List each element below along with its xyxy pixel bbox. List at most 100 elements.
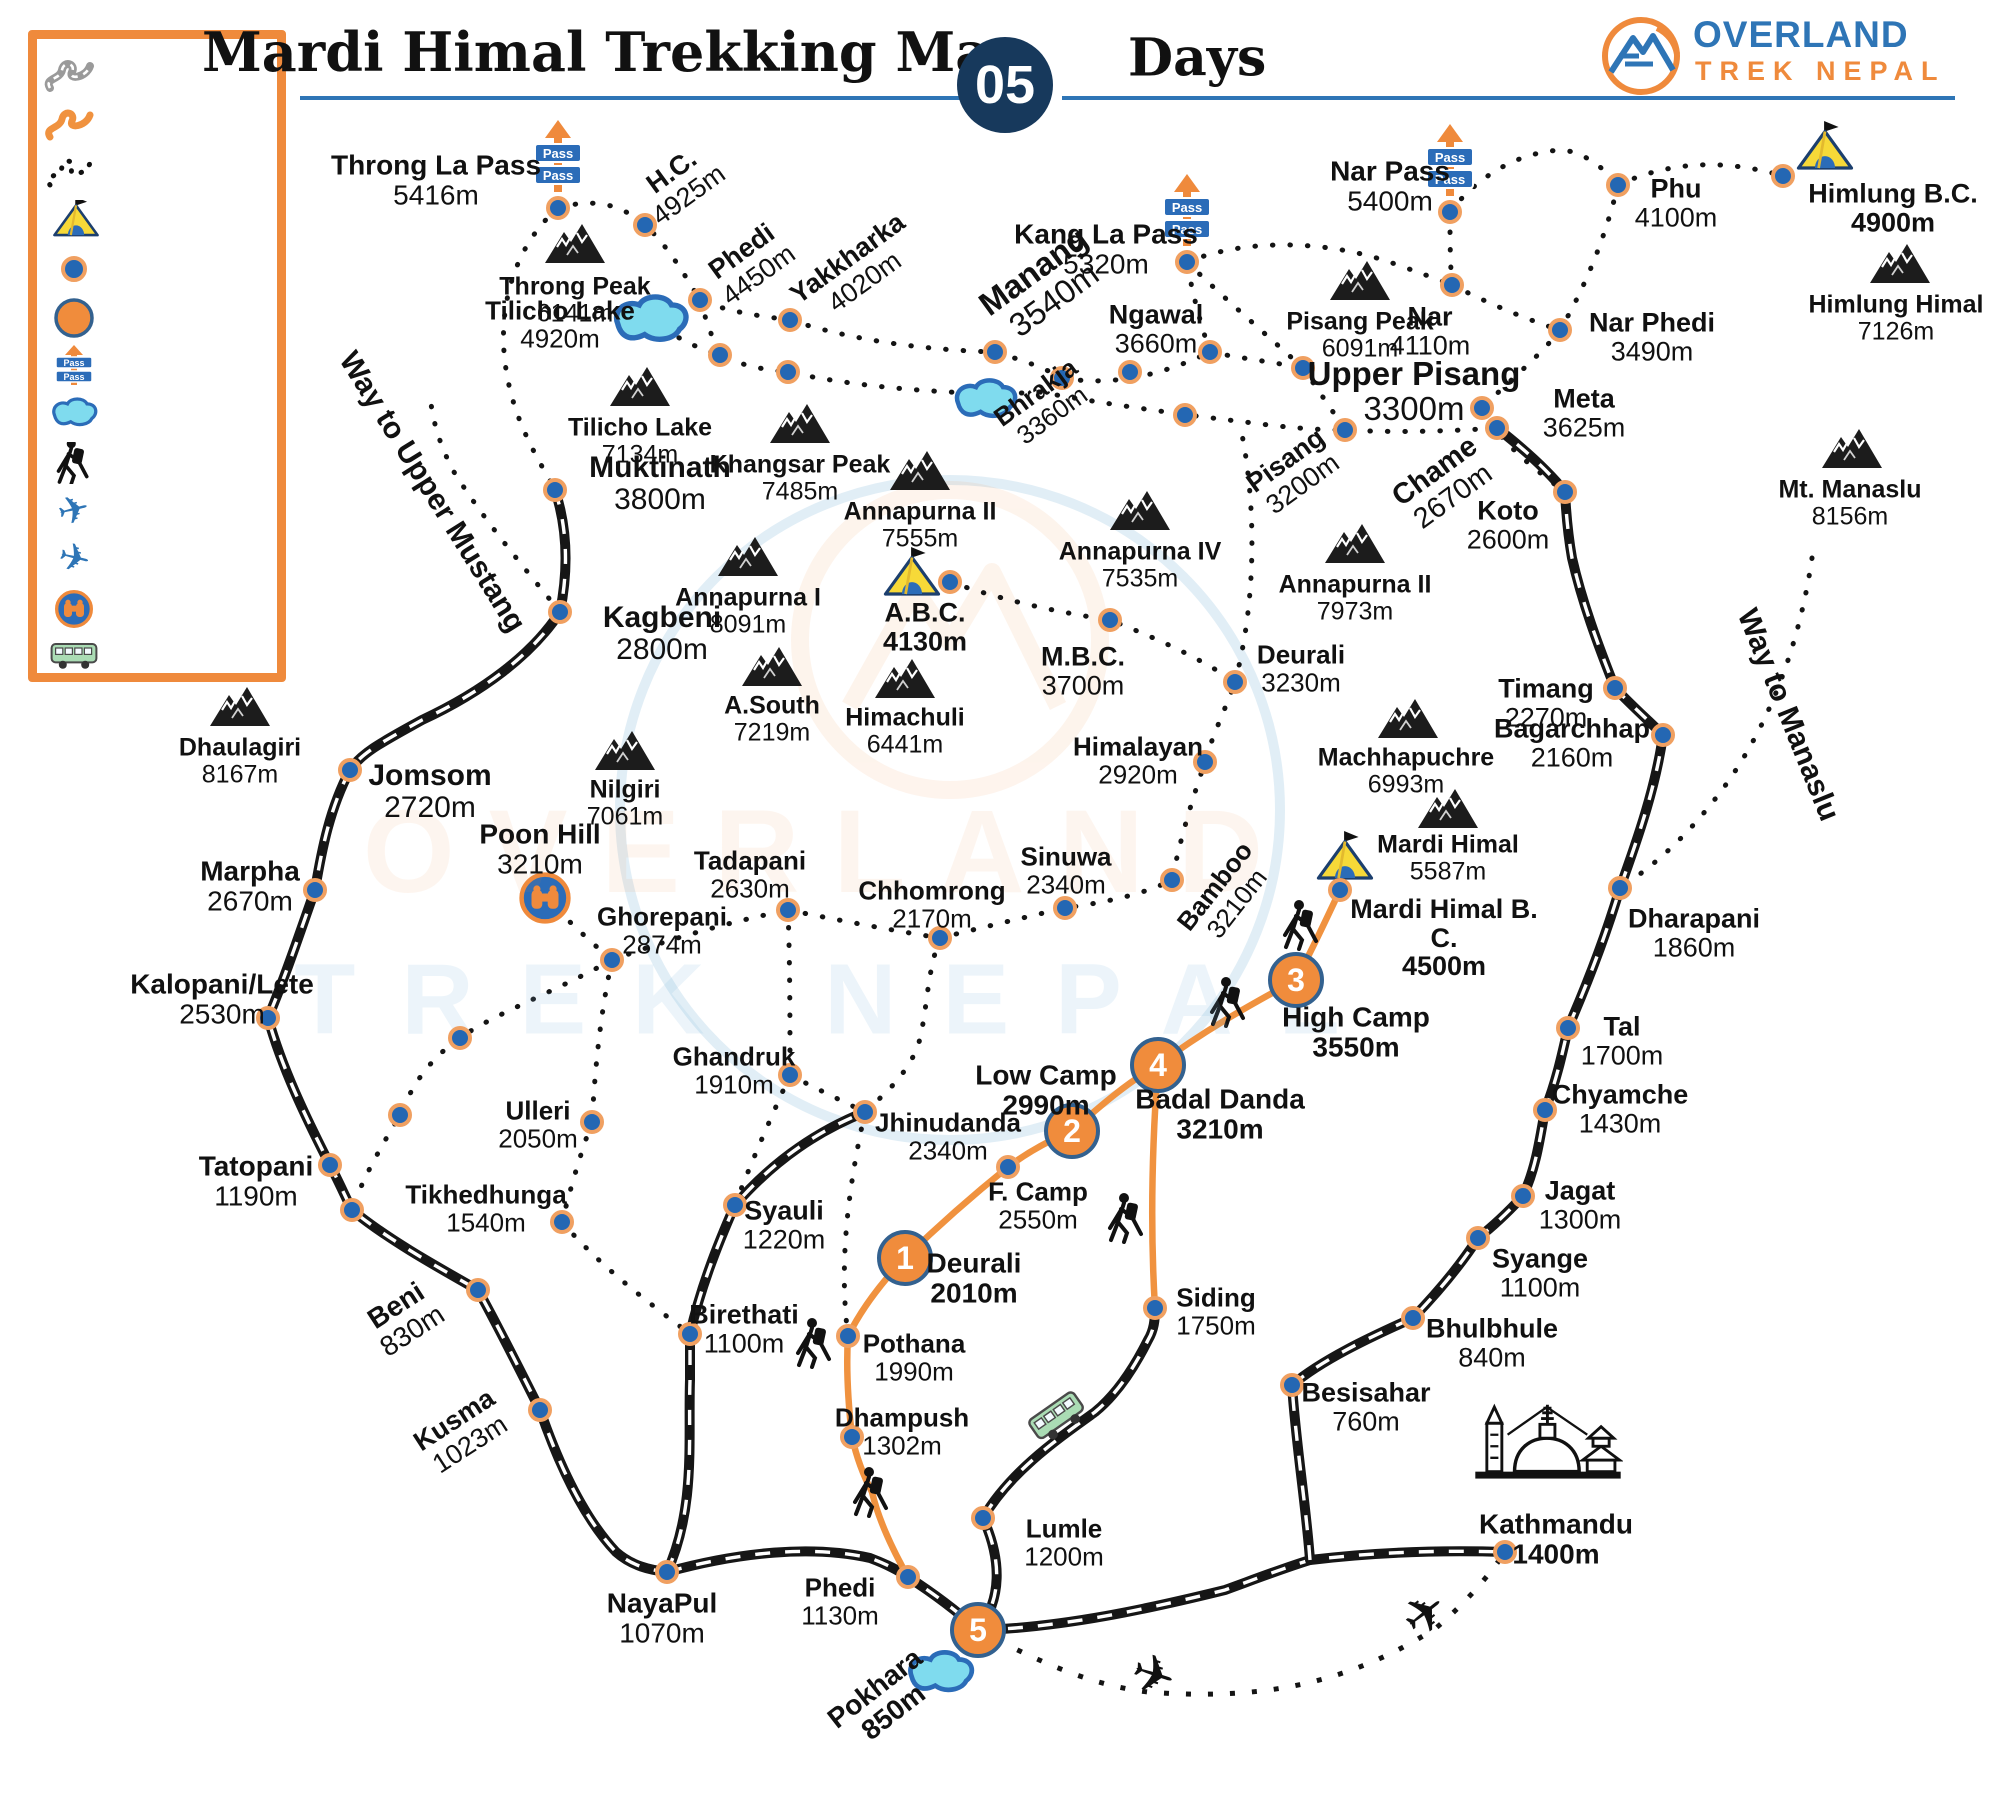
node-ghorepani-2874m	[600, 948, 624, 972]
node-bamboo-3210m	[1160, 868, 1184, 892]
place-name: Khangsar Peak	[709, 450, 891, 479]
place-name: Bhulbhule	[1426, 1313, 1558, 1344]
company-logo: OVERLAND TREK NEPAL	[1595, 12, 1975, 98]
place-elevation: 1100m	[1499, 1272, 1581, 1302]
place-elevation: 1540m	[446, 1207, 526, 1237]
place-elevation: 2340m	[908, 1135, 988, 1165]
node-tatopani-1190m	[318, 1153, 342, 1177]
place-elevation: 4920m	[520, 323, 600, 353]
trekking-trail-path	[1148, 1061, 1162, 1312]
pass-sign-text: Pass	[1435, 172, 1465, 187]
place-elevation: 3490m	[1610, 336, 1694, 366]
place-name: Throng Peak	[499, 272, 651, 301]
camp-label-line: 4500m	[1401, 951, 1487, 982]
by-pass-icon	[61, 256, 87, 282]
node-bypass	[340, 1198, 364, 1222]
node-upper-pisang-3300m	[1291, 356, 1315, 380]
side-trail-path	[1449, 282, 1563, 333]
place-name: Dhaulagiri	[178, 733, 302, 762]
side-trail-icon	[37, 151, 111, 193]
node-bypass	[448, 1026, 472, 1050]
place-name: Syange	[1491, 1243, 1589, 1274]
place-elevation: 2170m	[892, 903, 972, 933]
node-deurali-3230m	[1223, 670, 1247, 694]
road-dash-path	[976, 1307, 1157, 1632]
place-name: Deurali	[926, 1247, 1022, 1279]
overnight-stop-2-low-camp: 2	[1044, 1103, 1100, 1159]
title-underline	[300, 96, 1015, 100]
place-name: Phedi	[804, 1572, 876, 1603]
node-ulleri-2050m	[580, 1110, 604, 1134]
legend-item-side-trail	[37, 150, 277, 194]
node-chame-2670m	[1485, 416, 1509, 440]
place-elevation: 3300m	[1363, 390, 1465, 427]
label-a-b-c: A.B.C.4130m	[883, 598, 967, 655]
side-trail-path	[589, 957, 615, 1125]
overnight-stop-1-deurali: 1	[877, 1230, 933, 1286]
node-jhinudanda-2340m	[853, 1100, 877, 1124]
node-nar-4110m	[1440, 273, 1464, 297]
place-elevation: 1860m	[1652, 932, 1736, 962]
side-trail-path	[1447, 147, 1621, 215]
place-elevation: 1070m	[619, 1617, 705, 1648]
side-trail-path	[1447, 209, 1455, 288]
node-h-c-4925m	[633, 213, 657, 237]
side-trail-path	[1184, 259, 1306, 371]
annotation-way-to-upper-mustang: Way to Upper Mustang	[332, 345, 533, 638]
by-pass-icon	[37, 248, 111, 290]
node-manang-3540m	[983, 340, 1007, 364]
node-dharapani-1860m	[1608, 876, 1632, 900]
place-name: Kathmandu	[1479, 1508, 1633, 1540]
place-elevation: 6091m	[1321, 334, 1399, 362]
node-marpha-2670m	[303, 878, 327, 902]
road-icon	[44, 60, 94, 92]
node-tal-1700m	[1556, 1016, 1580, 1040]
arrival-icon: ✈	[37, 491, 111, 533]
place-name: Ngawal	[1108, 299, 1204, 330]
place-elevation: 1910m	[694, 1069, 774, 1099]
annotation-way-to-manaslu: Way to Manaslu	[1730, 604, 1846, 826]
place-elevation: 1302m	[862, 1430, 942, 1460]
node-kusma-1023m	[528, 1398, 552, 1422]
place-name: Throng La Pass	[330, 149, 542, 181]
label-himlung-b-c: Himlung B.C.4900m	[1808, 179, 1978, 236]
watermark-text1: OVERLAND	[362, 786, 1298, 918]
trails-layer	[262, 147, 1815, 1697]
place-name: Jomsom	[368, 759, 492, 793]
place-name: NayaPul	[606, 1587, 718, 1619]
place-name: Nar Phedi	[1588, 307, 1716, 338]
place-elevation: 1130m	[801, 1600, 879, 1630]
place-elevation: 3625m	[1542, 412, 1626, 442]
road-path	[973, 1546, 1510, 1635]
node-chhomrong-2170m	[928, 926, 952, 950]
overnight-stop-3-high-camp: 3	[1268, 952, 1324, 1008]
node-ngawal-3660m	[1198, 340, 1222, 364]
place-elevation: 6141m	[536, 299, 614, 327]
place-elevation: 3550m	[1312, 1031, 1400, 1062]
node-pisang-3200m	[1333, 418, 1357, 442]
place-name: Birethati	[689, 1299, 799, 1330]
overnight-stop-4-badal-danda: 4	[1130, 1037, 1186, 1093]
place-name: Machhapuchre	[1317, 743, 1495, 772]
